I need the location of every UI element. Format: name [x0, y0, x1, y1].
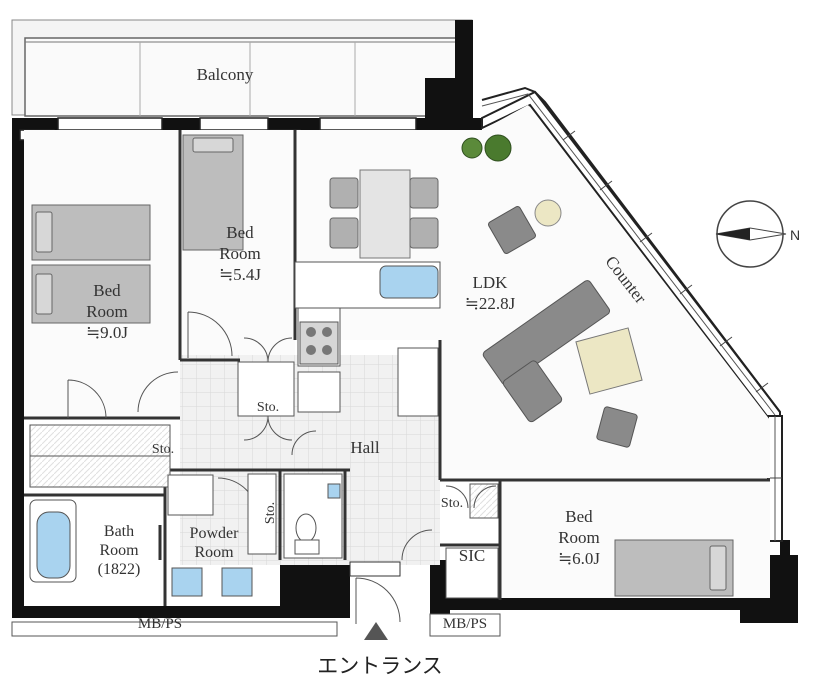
plants	[461, 134, 562, 227]
label-hall: Hall	[350, 438, 380, 457]
label-sic: SIC	[458, 546, 486, 565]
left-closet	[29, 371, 179, 488]
label-balcony: Balcony	[196, 65, 254, 84]
bath	[29, 499, 162, 583]
top-bed	[182, 134, 244, 358]
label-powder: Powder Room	[189, 525, 239, 561]
label-bedroom-left: Bed Room ≒9.0J	[85, 281, 129, 342]
dining-set	[329, 169, 439, 259]
living-furniture	[482, 206, 643, 448]
entrance-door	[349, 529, 433, 640]
label-bedroom-top: Bed Room ≒5.4J	[218, 223, 262, 284]
right-storage	[445, 483, 499, 599]
label-sto-left: Sto.	[151, 442, 175, 457]
compass-icon	[715, 200, 787, 268]
kitchen	[294, 261, 441, 417]
label-bath: Bath Room (1822)	[97, 523, 141, 578]
label-mbps-right: MB/PS	[442, 616, 488, 632]
interior-walls	[24, 130, 770, 606]
label-mbps-left: MB/PS	[137, 616, 183, 632]
label-ldk: LDK ≒22.8J	[464, 273, 516, 313]
label-sto-center: Sto.	[256, 400, 280, 415]
compass-north-label: N	[790, 227, 801, 243]
toilet	[283, 473, 343, 559]
powder	[167, 473, 277, 597]
label-bedroom-right: Bed Room ≒6.0J	[557, 507, 601, 568]
mbps-boxes	[11, 613, 501, 637]
ldk-diagonal-window	[481, 86, 783, 542]
twin-beds	[31, 204, 151, 324]
balcony	[24, 20, 473, 120]
label-entrance: エントランス	[317, 654, 443, 678]
label-sto-powder: Sto.	[263, 501, 278, 525]
center-storage	[237, 337, 317, 456]
right-bed	[614, 539, 734, 597]
label-sto-right: Sto.	[440, 496, 464, 511]
